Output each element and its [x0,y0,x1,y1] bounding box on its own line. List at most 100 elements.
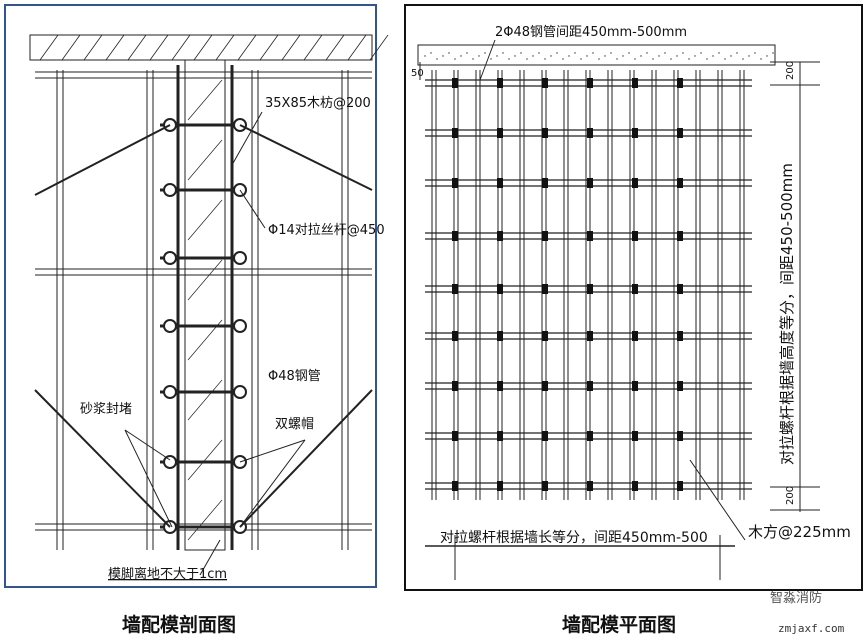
slab-dot [424,55,426,57]
nut [233,385,247,399]
slab-hatch [193,34,213,61]
label-dim-200-top: 200 [785,61,796,80]
label-double-nut: 双螺帽 [275,416,314,432]
slab-hatch [281,34,301,61]
slab-dot [598,58,600,60]
slab-dot [706,58,708,60]
tie-nut [587,178,593,188]
plan-frame [404,4,863,591]
tie-nut [632,78,638,88]
slab-dot [490,58,492,60]
nut [163,319,177,333]
slab-dot [580,58,582,60]
brace [34,389,171,528]
tie-nut [587,431,593,441]
slab-dot [604,55,606,57]
wall-hatch [187,199,223,241]
tie-nut [587,331,593,341]
plan-title: 墙配模平面图 [562,614,677,636]
tie-nut [677,284,683,294]
slab-dot [514,55,516,57]
nut [163,455,177,469]
slab-dot [646,52,648,54]
label-tie-rod: Φ14对拉丝杆@450 [268,223,385,238]
slab-dot [484,52,486,54]
slab-dot [766,55,768,57]
slab-dot [688,58,690,60]
slab-dot [760,58,762,60]
tie-nut [497,178,503,188]
nut [163,385,177,399]
watermark-name: 智淼消防 [770,591,823,606]
tie-nut [677,381,683,391]
wall [184,59,226,551]
slab-hatch [215,34,235,61]
slab-dot [448,52,450,54]
brace [239,389,373,528]
slab-hatch [325,34,345,61]
tie-nut [542,431,548,441]
slab-dot [472,58,474,60]
tie-nut [497,128,503,138]
tie-nut [497,78,503,88]
label-steel-pipe: Φ48钢管 [268,369,321,384]
wall-hatch [187,79,223,121]
slab-dot [544,58,546,60]
slab-dot [754,52,756,54]
wall-hatch [187,259,223,301]
slab-dot [574,52,576,54]
label-top-pipe: 2Φ48钢管间距450mm-500mm [495,25,687,40]
slab-hatch [303,34,323,61]
tie-nut [497,481,503,491]
slab-dot [640,55,642,57]
slab [29,34,373,61]
slab-dot [718,52,720,54]
section-frame [4,4,377,588]
slab-dot [748,55,750,57]
tie-nut [452,331,458,341]
tie-nut [677,431,683,441]
label-horizontal-spacing: 对拉螺杆根据墙长等分，间距450mm-500 [440,529,708,546]
tie-nut [587,128,593,138]
wall-hatch [187,379,223,421]
wall-hatch [187,439,223,481]
tie-nut [632,481,638,491]
slab-hatch [127,34,147,61]
brace [239,124,373,191]
slab-dot [634,58,636,60]
slab-dot [466,52,468,54]
tie-nut [677,128,683,138]
slab-dot [460,55,462,57]
leader [239,439,306,528]
slab-dot [442,55,444,57]
tie-nut [497,331,503,341]
leader [124,429,173,528]
slab-dot [568,55,570,57]
slab-dot [556,52,558,54]
tie-nut [497,381,503,391]
slab-dot [550,55,552,57]
tie-nut [632,381,638,391]
slab-dot [742,58,744,60]
brace [34,124,171,196]
slab-dot [712,55,714,57]
leader [124,429,171,461]
tie-nut [497,431,503,441]
tie-nut [497,231,503,241]
tie-nut [452,284,458,294]
slab [417,44,776,66]
label-timber: 35X85木枋@200 [265,95,371,111]
slab-dot [502,52,504,54]
slab-dot [670,58,672,60]
tie-nut [677,178,683,188]
slab-dot [772,52,774,54]
leader [199,539,221,576]
nut [233,319,247,333]
slab-dot [694,55,696,57]
slab-dot [532,55,534,57]
slab-hatch [83,34,103,61]
tie-nut [677,78,683,88]
tie-nut [452,231,458,241]
tie-nut [542,128,548,138]
